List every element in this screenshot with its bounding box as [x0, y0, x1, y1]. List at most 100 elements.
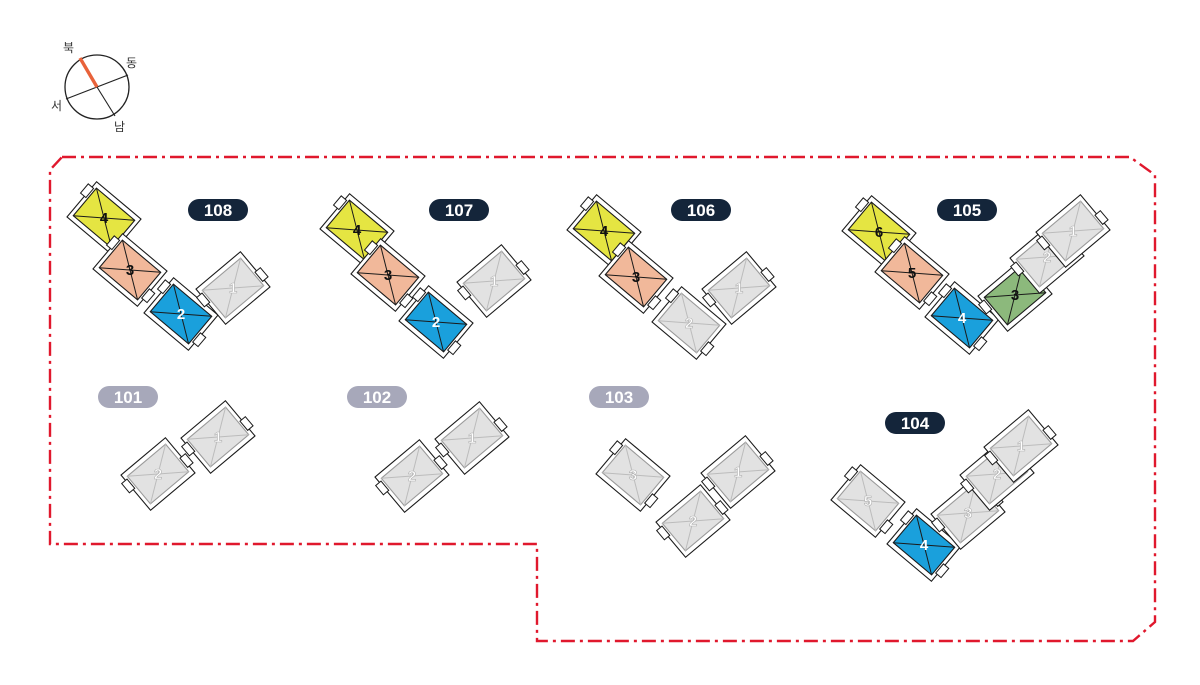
unit-103-1[interactable] — [697, 433, 779, 512]
unit-102-1[interactable] — [431, 399, 513, 478]
building-label-104[interactable]: 104 — [885, 412, 945, 434]
unit-number: 2 — [154, 466, 162, 483]
unit-diagonal — [730, 258, 748, 318]
unit-104-4[interactable] — [883, 506, 965, 585]
unit-number: 2 — [1043, 249, 1051, 266]
building-label-107[interactable]: 107 — [429, 199, 489, 221]
unit-diagonal — [1012, 416, 1030, 476]
unit-notch — [664, 288, 680, 304]
unit-diagonal — [1006, 265, 1024, 325]
building-label-105[interactable]: 105 — [937, 199, 997, 221]
unit-103-2[interactable] — [652, 482, 734, 561]
unit-notch — [972, 336, 988, 352]
unit-108-2[interactable] — [140, 275, 222, 354]
building-label-108[interactable]: 108 — [188, 199, 248, 221]
unit-notch — [700, 476, 716, 492]
unit-108-1[interactable] — [192, 249, 274, 328]
unit-108-3[interactable] — [89, 231, 171, 310]
unit-101-1[interactable] — [177, 398, 259, 477]
unit-diagonal — [224, 258, 242, 318]
unit-diagonal — [881, 270, 943, 276]
unit-number: 4 — [353, 222, 362, 239]
unit-number: 3 — [126, 262, 134, 279]
building-label-pill — [429, 199, 489, 221]
unit-diagonal — [848, 229, 910, 235]
unit-notch — [934, 563, 950, 579]
unit-diagonal — [149, 444, 167, 504]
unit-number: 2 — [685, 315, 693, 332]
unit-notch — [714, 499, 729, 516]
unit-103-3[interactable] — [592, 436, 674, 515]
unit-notch — [493, 416, 508, 433]
unit-notch — [983, 450, 999, 466]
unit-104-5[interactable] — [827, 462, 909, 541]
unit-notch — [79, 183, 95, 199]
unit-notch — [433, 454, 448, 471]
unit-notch — [191, 332, 207, 348]
building-label-103[interactable]: 103 — [589, 386, 649, 408]
unit-notch — [1035, 235, 1051, 251]
unit-notch — [930, 517, 946, 533]
unit-106-3[interactable] — [595, 238, 677, 317]
unit-105-1[interactable] — [1032, 192, 1114, 271]
building-label-pill — [589, 386, 649, 408]
unit-notch — [959, 478, 975, 494]
unit-number: 3 — [629, 467, 637, 484]
unit-107-1[interactable] — [453, 242, 535, 321]
unit-notch — [608, 440, 624, 456]
unit-notch — [922, 291, 938, 307]
building-label-text: 106 — [687, 201, 715, 220]
unit-diagonal — [931, 315, 993, 321]
unit-106-1[interactable] — [698, 249, 780, 328]
unit-notch — [759, 450, 774, 467]
building-label-pill — [347, 386, 407, 408]
unit-diagonal — [463, 408, 481, 468]
unit-number: 5 — [908, 265, 916, 282]
unit-104-1[interactable] — [980, 407, 1062, 486]
unit-notch — [977, 299, 993, 315]
unit-107-2[interactable] — [395, 283, 477, 362]
unit-number: 2 — [689, 513, 697, 530]
building-label-102[interactable]: 102 — [347, 386, 407, 408]
unit-106-2[interactable] — [648, 284, 730, 363]
unit-diagonal — [959, 483, 977, 543]
unit-101-2[interactable] — [117, 435, 199, 514]
unit-notch — [878, 519, 894, 535]
unit-102-2[interactable] — [371, 437, 453, 516]
unit-notch — [611, 242, 627, 258]
unit-diagonal — [485, 251, 503, 311]
unit-number: 5 — [864, 493, 872, 510]
unit-number: 6 — [875, 224, 883, 241]
unit-number: 3 — [1011, 287, 1019, 304]
building-label-text: 108 — [204, 201, 232, 220]
unit-diagonal — [99, 267, 161, 273]
compass: 북 동 서 남 — [51, 41, 137, 134]
unit-number: 1 — [735, 280, 743, 297]
unit-notch — [239, 415, 254, 432]
unit-number: 1 — [490, 273, 498, 290]
unit-diagonal — [150, 311, 212, 317]
unit-notch — [579, 196, 595, 212]
unit-107-3[interactable] — [347, 236, 429, 315]
building-label-106[interactable]: 106 — [671, 199, 731, 221]
unit-105-5[interactable] — [871, 234, 953, 313]
unit-diagonal — [837, 498, 899, 504]
unit-105-4[interactable] — [921, 279, 1003, 358]
unit-diagonal — [658, 320, 720, 326]
unit-diagonal — [893, 542, 955, 548]
unit-notch — [1009, 261, 1025, 277]
unit-number: 4 — [600, 223, 609, 240]
building-label-101[interactable]: 101 — [98, 386, 158, 408]
compass-north-needle — [78, 57, 99, 88]
unit-number: 3 — [384, 267, 392, 284]
unit-diagonal — [326, 227, 388, 233]
unit-notch — [899, 510, 915, 526]
